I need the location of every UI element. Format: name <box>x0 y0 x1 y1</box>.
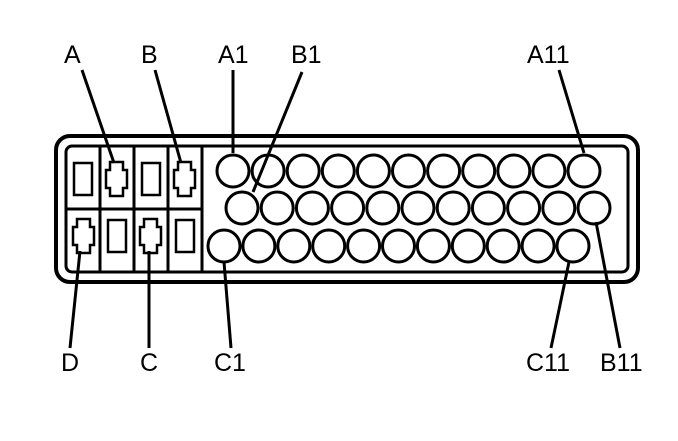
pin-a6 <box>391 153 426 189</box>
pin-row-b <box>224 190 612 226</box>
pin-row-a <box>215 153 602 189</box>
leader-b11 <box>594 221 622 349</box>
label-b: B <box>141 41 158 69</box>
pin-a8 <box>461 153 497 189</box>
label-b1: B1 <box>291 41 322 69</box>
pin-c8 <box>450 228 486 264</box>
pin-b7 <box>435 190 471 226</box>
pin-b3 <box>294 190 330 226</box>
terminal-a <box>104 160 129 198</box>
cavity-empty <box>106 218 128 254</box>
pin-b4 <box>330 190 366 226</box>
pin-a1 <box>215 153 251 189</box>
leader-c1 <box>222 261 233 349</box>
leader-lines <box>68 69 622 349</box>
label-c: C <box>140 349 158 377</box>
pin-b8 <box>470 190 506 226</box>
label-d: D <box>61 349 79 377</box>
leader-c11 <box>549 261 571 349</box>
cavity-empty <box>72 161 94 197</box>
pin-b11 <box>576 190 612 226</box>
pin-a10 <box>531 153 567 189</box>
cavity-empty <box>140 161 162 197</box>
pin-a4 <box>320 153 356 189</box>
pin-c11 <box>555 228 591 264</box>
pin-a5 <box>355 153 391 189</box>
label-a11: A11 <box>527 41 570 69</box>
pin-c6 <box>381 228 416 264</box>
pin-b2 <box>259 190 295 226</box>
pin-c9 <box>485 228 521 264</box>
cavity-empty <box>174 218 196 254</box>
label-a: A <box>64 41 81 69</box>
pin-row-c <box>206 228 591 264</box>
pin-b6 <box>400 190 436 226</box>
pin-c1 <box>206 228 242 264</box>
pin-b1 <box>224 190 260 226</box>
terminal-d <box>71 217 96 255</box>
terminal-b <box>172 160 197 198</box>
pin-a9 <box>496 153 532 189</box>
pin-a7 <box>426 153 462 189</box>
pin-c5 <box>346 228 382 264</box>
pin-c3 <box>276 228 312 264</box>
leader-a11 <box>557 69 586 154</box>
pin-b10 <box>541 190 577 226</box>
label-c11: C11 <box>526 349 570 377</box>
pin-c2 <box>241 228 277 264</box>
leader-d <box>68 250 82 349</box>
leader-a <box>80 69 116 164</box>
leader-b1 <box>251 71 304 193</box>
label-a1: A1 <box>218 41 249 69</box>
label-b11: B11 <box>600 349 643 377</box>
pin-b5 <box>365 190 401 226</box>
terminal-c <box>138 217 163 255</box>
terminal-block <box>66 146 204 272</box>
leader-b <box>153 69 183 164</box>
pin-c10 <box>520 228 556 264</box>
pin-c4 <box>311 228 347 264</box>
pin-a3 <box>285 153 321 189</box>
pin-a11 <box>566 153 602 189</box>
label-c1: C1 <box>214 349 246 377</box>
pin-c7 <box>415 228 451 264</box>
pin-b9 <box>506 190 542 226</box>
